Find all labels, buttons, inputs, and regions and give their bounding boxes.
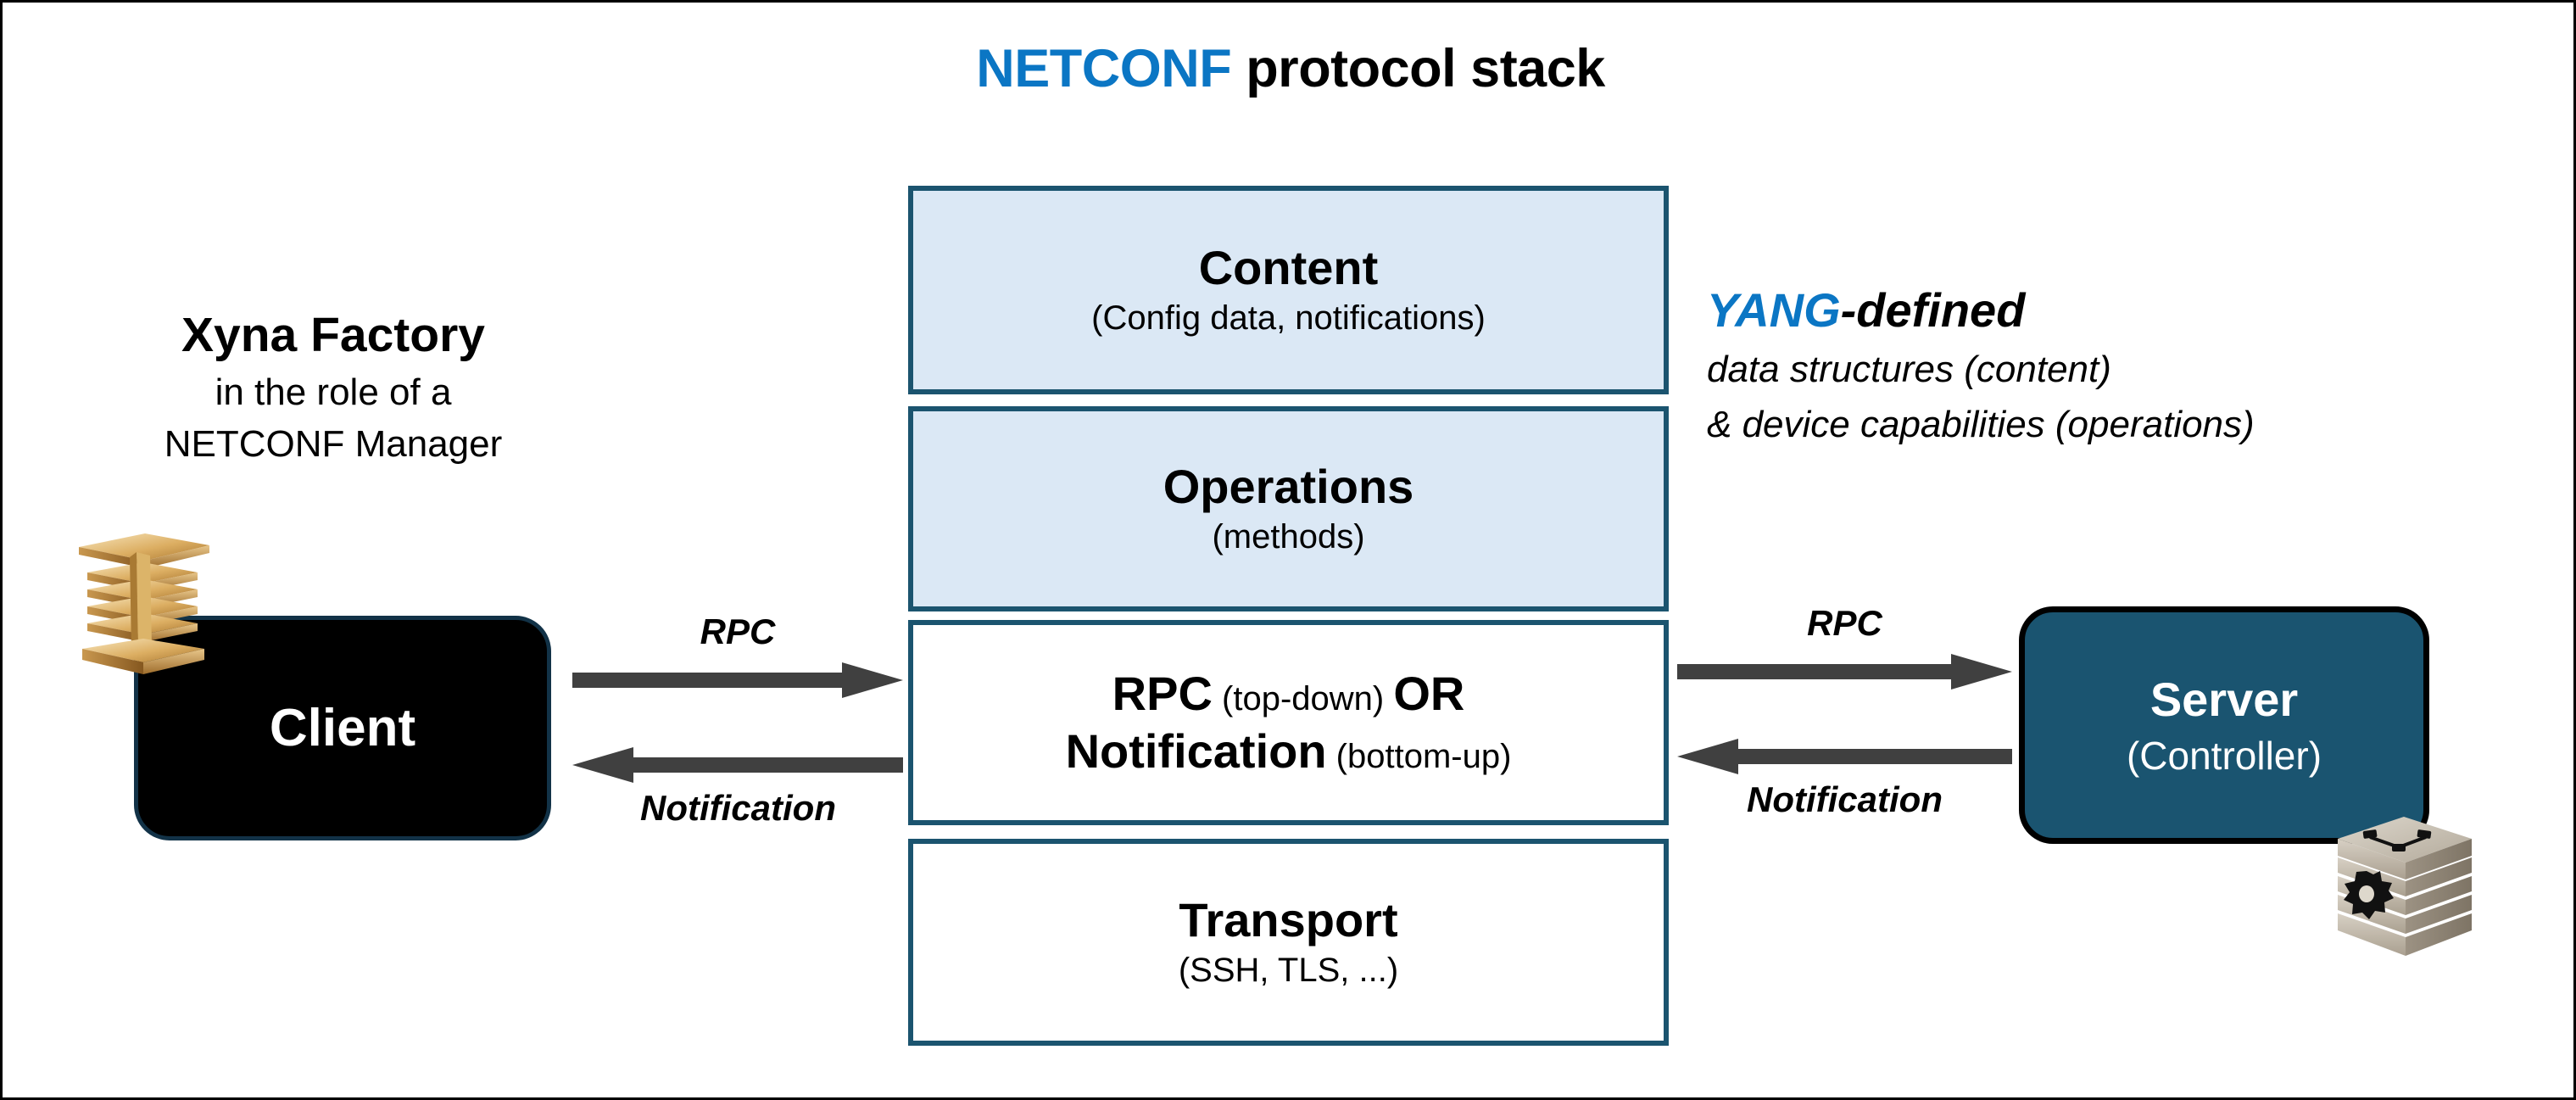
stack-layer-transport[interactable]: Transport (SSH, TLS, ...) [908, 839, 1669, 1046]
layer-transport-subtitle: (SSH, TLS, ...) [1178, 952, 1399, 990]
yang-title-rest: -defined [1840, 283, 2026, 337]
yang-title: YANG-defined [1707, 282, 2563, 338]
server-node-sublabel: (Controller) [2126, 733, 2322, 778]
layer-operations-subtitle: (methods) [1212, 518, 1365, 556]
yang-line2: & device capabilities (operations) [1707, 404, 2255, 446]
client-node[interactable]: Client [134, 616, 551, 840]
title-accent: NETCONF [976, 39, 1232, 98]
layer-notification-direction: (bottom-up) [1326, 738, 1512, 775]
server-node[interactable]: Server (Controller) [2019, 606, 2429, 844]
client-role-line2: NETCONF Manager [164, 422, 503, 465]
page-title: NETCONF protocol stack [3, 38, 2573, 99]
client-role-label: Xyna Factory in the role of a NETCONF Ma… [53, 308, 613, 467]
layer-rpc-main: RPC [1112, 666, 1213, 720]
yang-line1: data structures (content) [1707, 349, 2111, 391]
arrow-stack-to-server-rpc [1677, 654, 2012, 690]
title-rest: protocol stack [1231, 39, 1605, 98]
layer-content-subtitle: (Config data, notifications) [1091, 299, 1486, 338]
yang-title-accent: YANG [1707, 283, 1841, 337]
layer-rpc-or: OR [1393, 666, 1465, 720]
arrow-server-to-stack-notification [1677, 739, 2012, 774]
layer-rpc-line1: RPC (top-down) OR [1112, 665, 1465, 723]
arrow-label-right-notification: Notification [1747, 779, 1943, 819]
arrow-label-left-notification: Notification [640, 788, 836, 828]
client-role-line1: in the role of a [215, 371, 452, 413]
arrow-label-left-rpc: RPC [700, 611, 776, 651]
server-node-label: Server [2149, 672, 2299, 726]
yang-description-label: YANG-defined data structures (content) &… [1707, 282, 2563, 449]
layer-rpc-line2: Notification (bottom-up) [1066, 723, 1512, 780]
arrow-stack-to-client-notification [572, 747, 903, 783]
stack-layer-operations[interactable]: Operations (methods) [908, 406, 1669, 611]
layer-content-title: Content [1198, 240, 1379, 294]
client-role-title: Xyna Factory [181, 308, 485, 362]
stack-layer-rpc-notification[interactable]: RPC (top-down) OR Notification (bottom-u… [908, 620, 1669, 825]
layer-rpc-direction: (top-down) [1212, 679, 1394, 718]
client-node-label: Client [269, 699, 416, 757]
stack-layer-content[interactable]: Content (Config data, notifications) [908, 186, 1669, 394]
layer-operations-title: Operations [1163, 459, 1414, 513]
arrow-client-to-stack-rpc [572, 662, 903, 698]
layer-transport-title: Transport [1179, 892, 1398, 946]
layer-notification-main: Notification [1065, 724, 1327, 778]
arrow-label-right-rpc: RPC [1807, 603, 1882, 643]
